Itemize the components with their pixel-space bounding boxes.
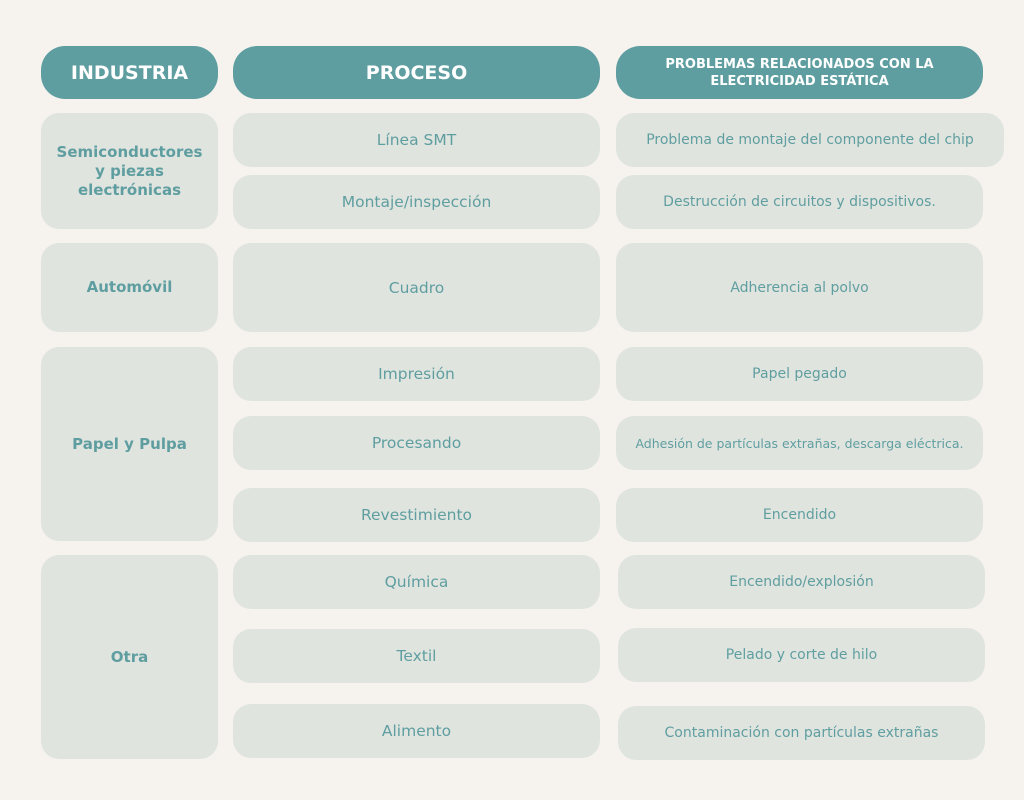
header-problems: PROBLEMAS RELACIONADOS CON LA ELECTRICID… (616, 46, 983, 99)
header-industry: INDUSTRIA (41, 46, 218, 99)
process-cell: Alimento (233, 704, 600, 758)
process-cell: Revestimiento (233, 488, 600, 542)
problem-cell: Contaminación con partículas extrañas (618, 706, 985, 760)
process-cell: Cuadro (233, 243, 600, 332)
problem-cell: Papel pegado (616, 347, 983, 401)
process-label: Procesando (371, 434, 462, 452)
problem-cell: Adhesión de partículas extrañas, descarg… (616, 416, 983, 470)
problem-cell: Adherencia al polvo (616, 243, 983, 332)
industry-cell-automobile: Automóvil (41, 243, 218, 332)
process-label: Impresión (378, 365, 455, 383)
process-label: Química (384, 573, 449, 591)
problem-label: Pelado y corte de hilo (725, 647, 878, 663)
problem-label: Contaminación con partículas extrañas (664, 725, 939, 741)
header-process: PROCESO (233, 46, 600, 99)
problem-label: Encendido (762, 507, 837, 523)
process-cell: Impresión (233, 347, 600, 401)
industry-label: Papel y Pulpa (72, 434, 187, 453)
process-label: Cuadro (388, 278, 445, 297)
problem-label: Adhesión de partículas extrañas, descarg… (635, 435, 964, 451)
process-cell: Línea SMT (233, 113, 600, 167)
header-industry-label: INDUSTRIA (70, 61, 189, 84)
industry-label: Semiconductores y piezas electrónicas (56, 142, 203, 199)
process-label: Textil (396, 647, 437, 665)
problem-label: Encendido/explosión (729, 574, 874, 590)
process-label: Revestimiento (360, 506, 473, 524)
process-cell: Química (233, 555, 600, 609)
problem-label: Destrucción de circuitos y dispositivos. (663, 194, 936, 210)
problem-cell: Encendido/explosión (618, 555, 985, 609)
problem-label: Problema de montaje del componente del c… (646, 132, 974, 148)
industry-cell-other: Otra (41, 555, 218, 759)
process-label: Alimento (381, 722, 452, 740)
process-cell: Textil (233, 629, 600, 683)
problem-cell: Destrucción de circuitos y dispositivos. (616, 175, 983, 229)
industry-label: Otra (110, 647, 149, 666)
industry-cell-semiconductors: Semiconductores y piezas electrónicas (41, 113, 218, 229)
process-cell: Procesando (233, 416, 600, 470)
problem-label: Papel pegado (752, 366, 847, 382)
process-label: Línea SMT (376, 131, 457, 149)
problem-cell: Pelado y corte de hilo (618, 628, 985, 682)
header-problems-label: PROBLEMAS RELACIONADOS CON LA ELECTRICID… (665, 56, 934, 89)
process-label: Montaje/inspección (341, 193, 492, 211)
industry-label: Automóvil (86, 278, 173, 296)
problem-label: Adherencia al polvo (730, 279, 869, 296)
problem-cell: Problema de montaje del componente del c… (616, 113, 1004, 167)
industry-cell-paper-pulp: Papel y Pulpa (41, 347, 218, 541)
problem-cell: Encendido (616, 488, 983, 542)
process-cell: Montaje/inspección (233, 175, 600, 229)
header-process-label: PROCESO (365, 61, 468, 84)
